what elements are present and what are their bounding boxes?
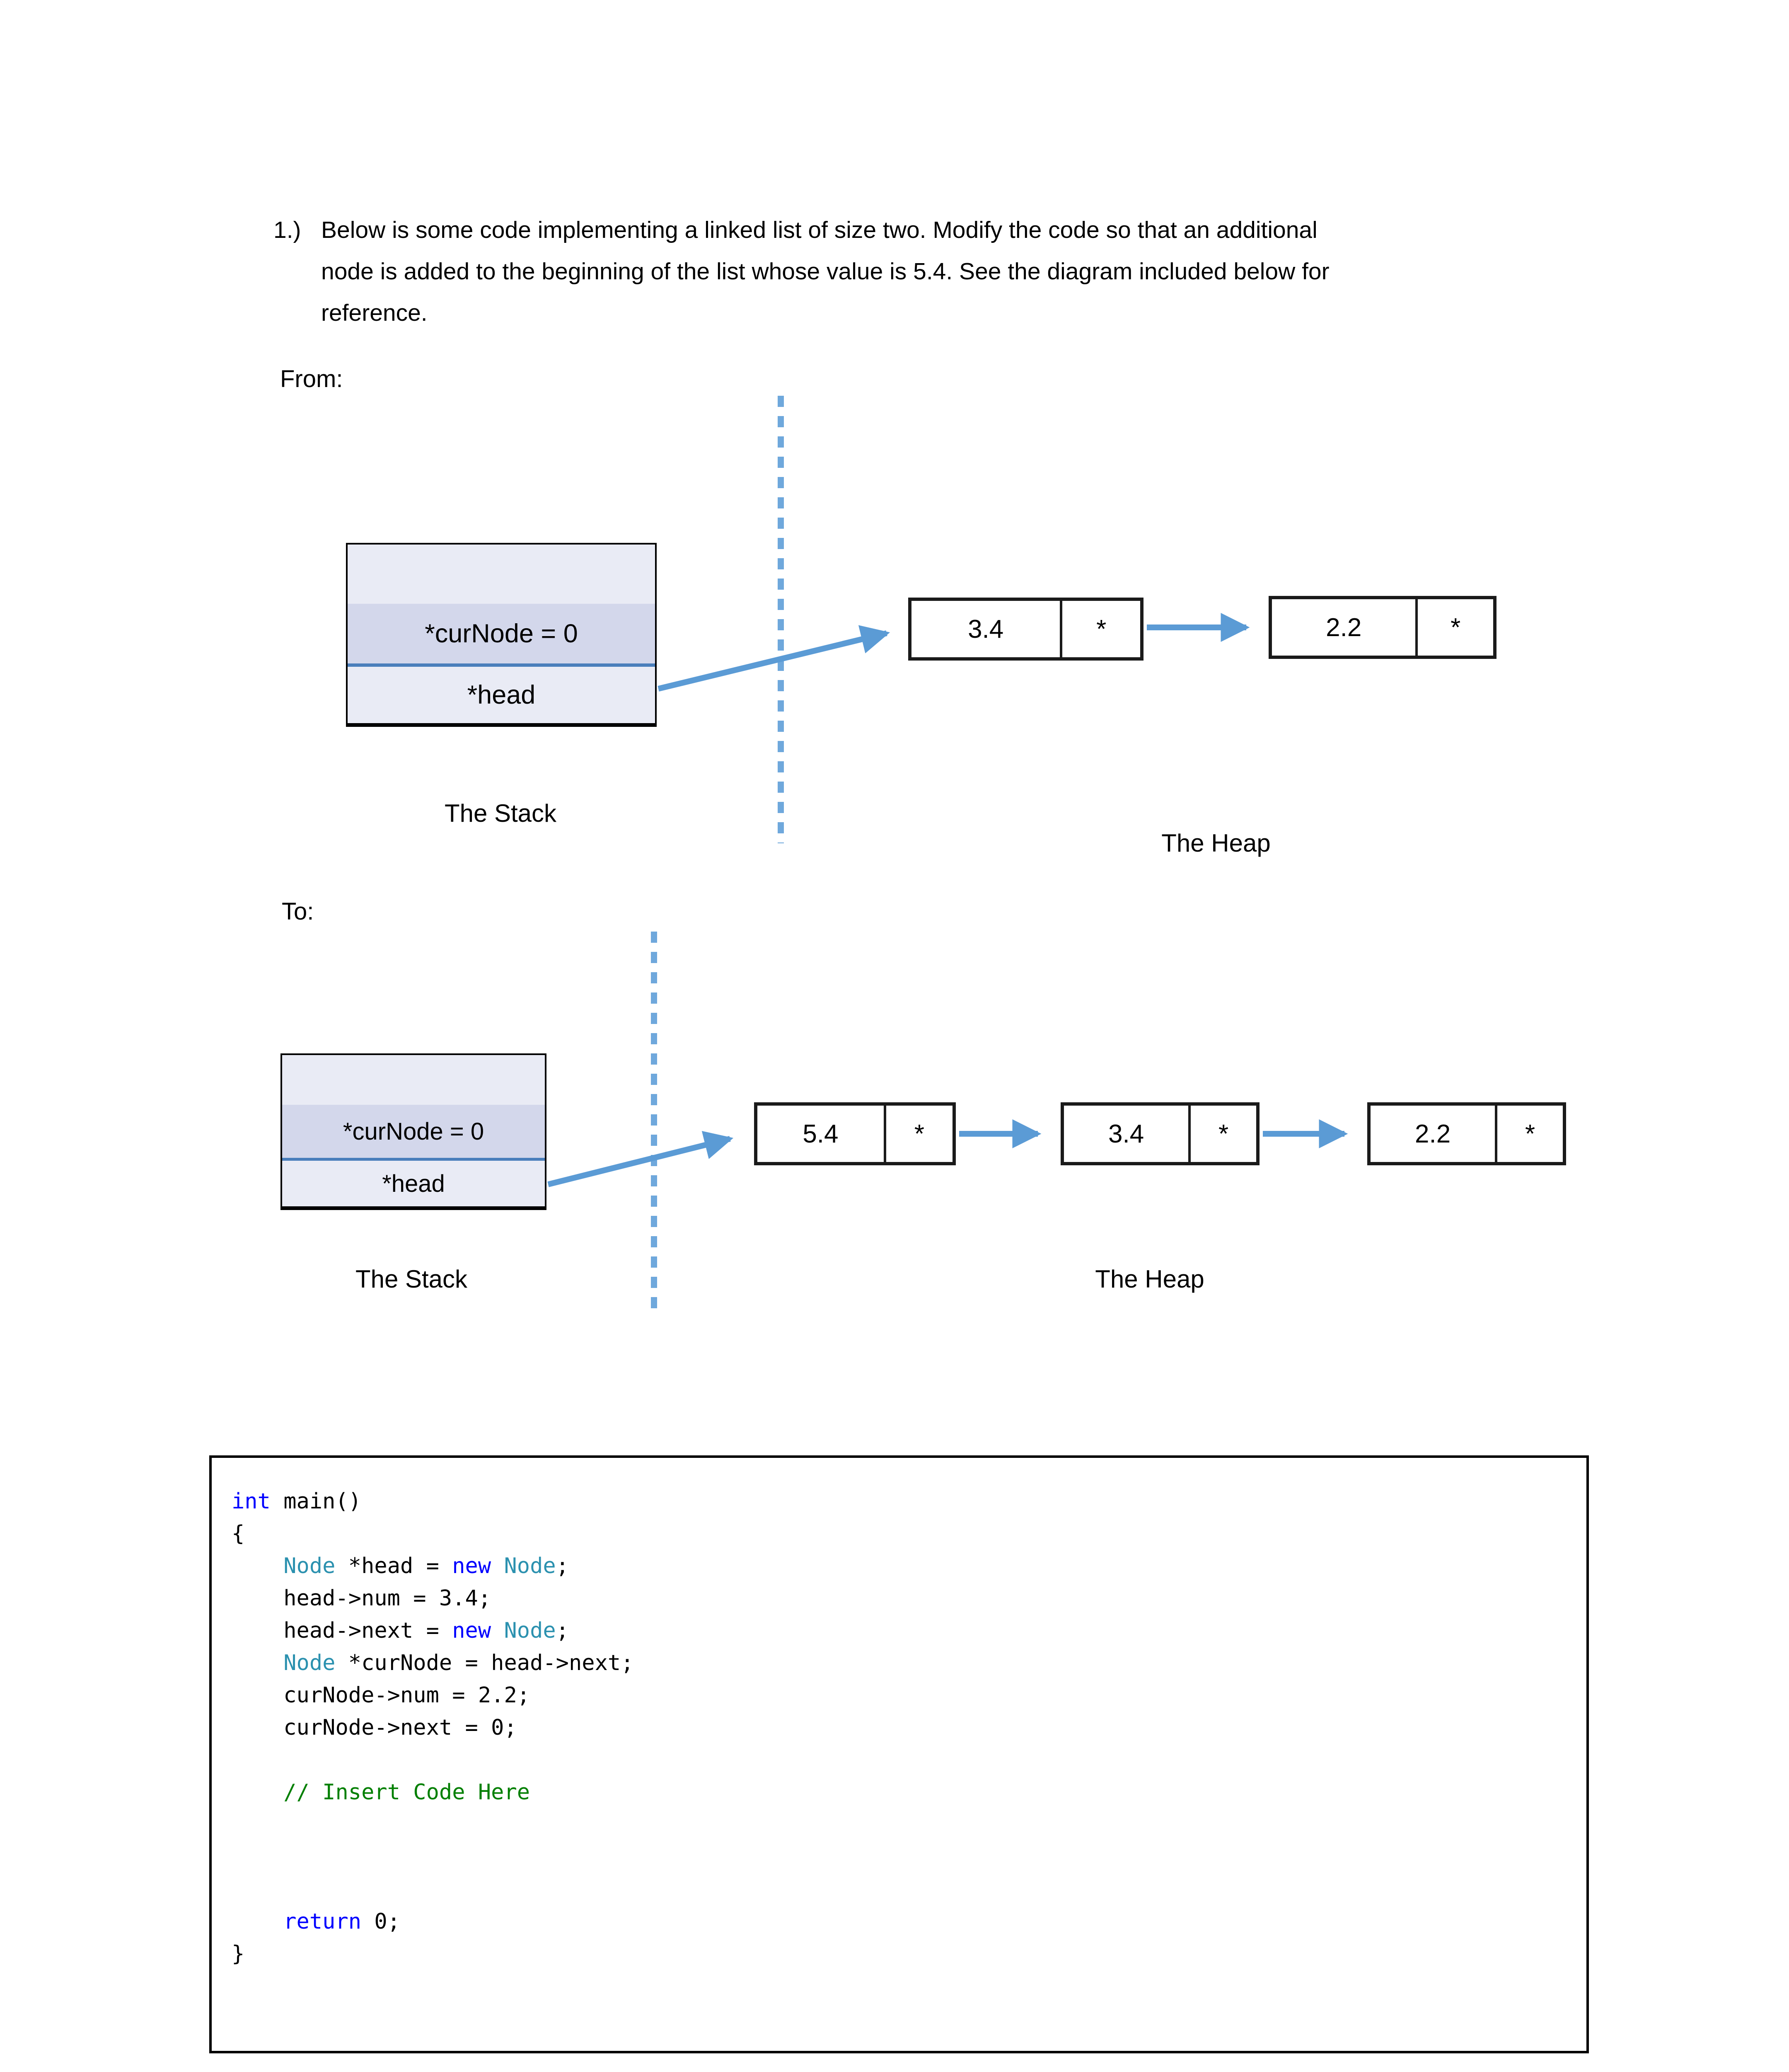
code-token: head->num = 3.4; bbox=[232, 1586, 491, 1611]
code-token: Node bbox=[283, 1554, 336, 1578]
to-stack-head-slot: *head bbox=[282, 1161, 545, 1206]
from-head-to-node-arrow bbox=[658, 625, 890, 692]
code-line bbox=[232, 1873, 1570, 1905]
question-text-line: reference. bbox=[321, 300, 428, 326]
to-stack-empty-slot bbox=[282, 1055, 545, 1105]
from-stack-head-slot: *head bbox=[348, 667, 655, 723]
code-line: int main() bbox=[232, 1485, 1570, 1518]
code-block: int main() { Node *head = new Node; head-… bbox=[209, 1455, 1589, 2053]
from-stack-heap-divider-dashed-line bbox=[778, 396, 784, 843]
code-token: head->next = bbox=[232, 1618, 452, 1643]
node-pointer-cell: * bbox=[1218, 1119, 1229, 1148]
to-stack-box: *curNode = 0 *head bbox=[280, 1053, 546, 1210]
code-token: main() bbox=[270, 1489, 362, 1514]
code-token: Node bbox=[504, 1618, 556, 1643]
code-line: return 0; bbox=[232, 1905, 1570, 1938]
code-token bbox=[491, 1618, 504, 1643]
question-text-line: Below is some code implementing a linked… bbox=[321, 217, 1318, 243]
node-value-cell: 2.2 bbox=[1371, 1106, 1498, 1162]
code-token bbox=[232, 1554, 283, 1578]
code-token: { bbox=[232, 1521, 245, 1546]
code-token: *curNode = head->next; bbox=[335, 1651, 634, 1675]
to-heap-node-3: 2.2 * bbox=[1367, 1102, 1566, 1165]
node-pointer-cell: * bbox=[1451, 613, 1461, 642]
code-line: curNode->num = 2.2; bbox=[232, 1679, 1570, 1711]
code-line: Node *head = new Node; bbox=[232, 1550, 1570, 1582]
code-line bbox=[232, 1744, 1570, 1776]
code-token: curNode->num = 2.2; bbox=[232, 1683, 530, 1708]
code-line: { bbox=[232, 1518, 1570, 1550]
to-stack-caption: The Stack bbox=[355, 1265, 468, 1293]
code-line bbox=[232, 1841, 1570, 1873]
code-line: head->next = new Node; bbox=[232, 1615, 1570, 1647]
node-pointer-cell: * bbox=[1096, 615, 1107, 644]
node-value-cell: 3.4 bbox=[1064, 1106, 1191, 1162]
code-token: Node bbox=[504, 1554, 556, 1578]
node-value-cell: 5.4 bbox=[757, 1106, 886, 1162]
node-pointer-cell: * bbox=[1525, 1119, 1535, 1148]
code-token: int bbox=[232, 1489, 271, 1514]
question-number: 1.) bbox=[273, 217, 301, 243]
from-stack-box: *curNode = 0 *head bbox=[346, 543, 657, 727]
code-line bbox=[232, 1808, 1570, 1841]
code-line: Node *curNode = head->next; bbox=[232, 1647, 1570, 1679]
code-line: } bbox=[232, 1938, 1570, 1970]
code-token: new bbox=[452, 1618, 491, 1643]
code-token: new bbox=[452, 1554, 491, 1578]
code-token: ; bbox=[556, 1554, 569, 1578]
to-heap-node-2: 3.4 * bbox=[1061, 1102, 1260, 1165]
code-token: Node bbox=[283, 1651, 336, 1675]
code-token bbox=[232, 1651, 283, 1675]
code-token: ; bbox=[556, 1618, 569, 1643]
node-value-cell: 3.4 bbox=[911, 601, 1063, 657]
code-token: } bbox=[232, 1941, 245, 1966]
to-stack-curnode-slot: *curNode = 0 bbox=[282, 1105, 545, 1158]
code-lines: int main() { Node *head = new Node; head-… bbox=[232, 1485, 1570, 1970]
code-line: curNode->next = 0; bbox=[232, 1711, 1570, 1744]
code-token bbox=[491, 1554, 504, 1578]
from-heap-node-1: 3.4 * bbox=[908, 598, 1144, 661]
code-token: // Insert Code Here bbox=[283, 1780, 530, 1805]
node-pointer-cell: * bbox=[914, 1119, 924, 1148]
from-heap-caption: The Heap bbox=[1161, 829, 1271, 857]
node-value-cell: 2.2 bbox=[1272, 599, 1418, 656]
from-stack-caption: The Stack bbox=[444, 799, 557, 827]
from-stack-divider bbox=[348, 663, 655, 667]
to-stack-heap-divider-dashed-line bbox=[651, 932, 657, 1310]
to-label: To: bbox=[282, 898, 314, 925]
from-label: From: bbox=[280, 366, 343, 392]
to-stack-divider bbox=[282, 1158, 545, 1161]
question-text: Below is some code implementing a linked… bbox=[321, 209, 1330, 334]
to-heap-node-1: 5.4 * bbox=[754, 1102, 956, 1165]
from-stack-curnode-slot: *curNode = 0 bbox=[348, 604, 655, 663]
code-line: head->num = 3.4; bbox=[232, 1582, 1570, 1615]
code-token: *head = bbox=[335, 1554, 452, 1578]
code-token bbox=[232, 1780, 283, 1805]
code-line: // Insert Code Here bbox=[232, 1776, 1570, 1808]
code-token bbox=[232, 1909, 283, 1934]
code-token: return bbox=[283, 1909, 362, 1934]
code-token: 0; bbox=[361, 1909, 400, 1934]
from-stack-empty-slot bbox=[348, 545, 655, 604]
to-head-to-node-arrow bbox=[547, 1131, 734, 1187]
to-heap-caption: The Heap bbox=[1095, 1265, 1204, 1293]
question-text-line: node is added to the beginning of the li… bbox=[321, 258, 1330, 285]
code-token: curNode->next = 0; bbox=[232, 1715, 517, 1740]
from-heap-node-2: 2.2 * bbox=[1269, 596, 1496, 659]
question: 1.) Below is some code implementing a li… bbox=[273, 209, 1637, 334]
